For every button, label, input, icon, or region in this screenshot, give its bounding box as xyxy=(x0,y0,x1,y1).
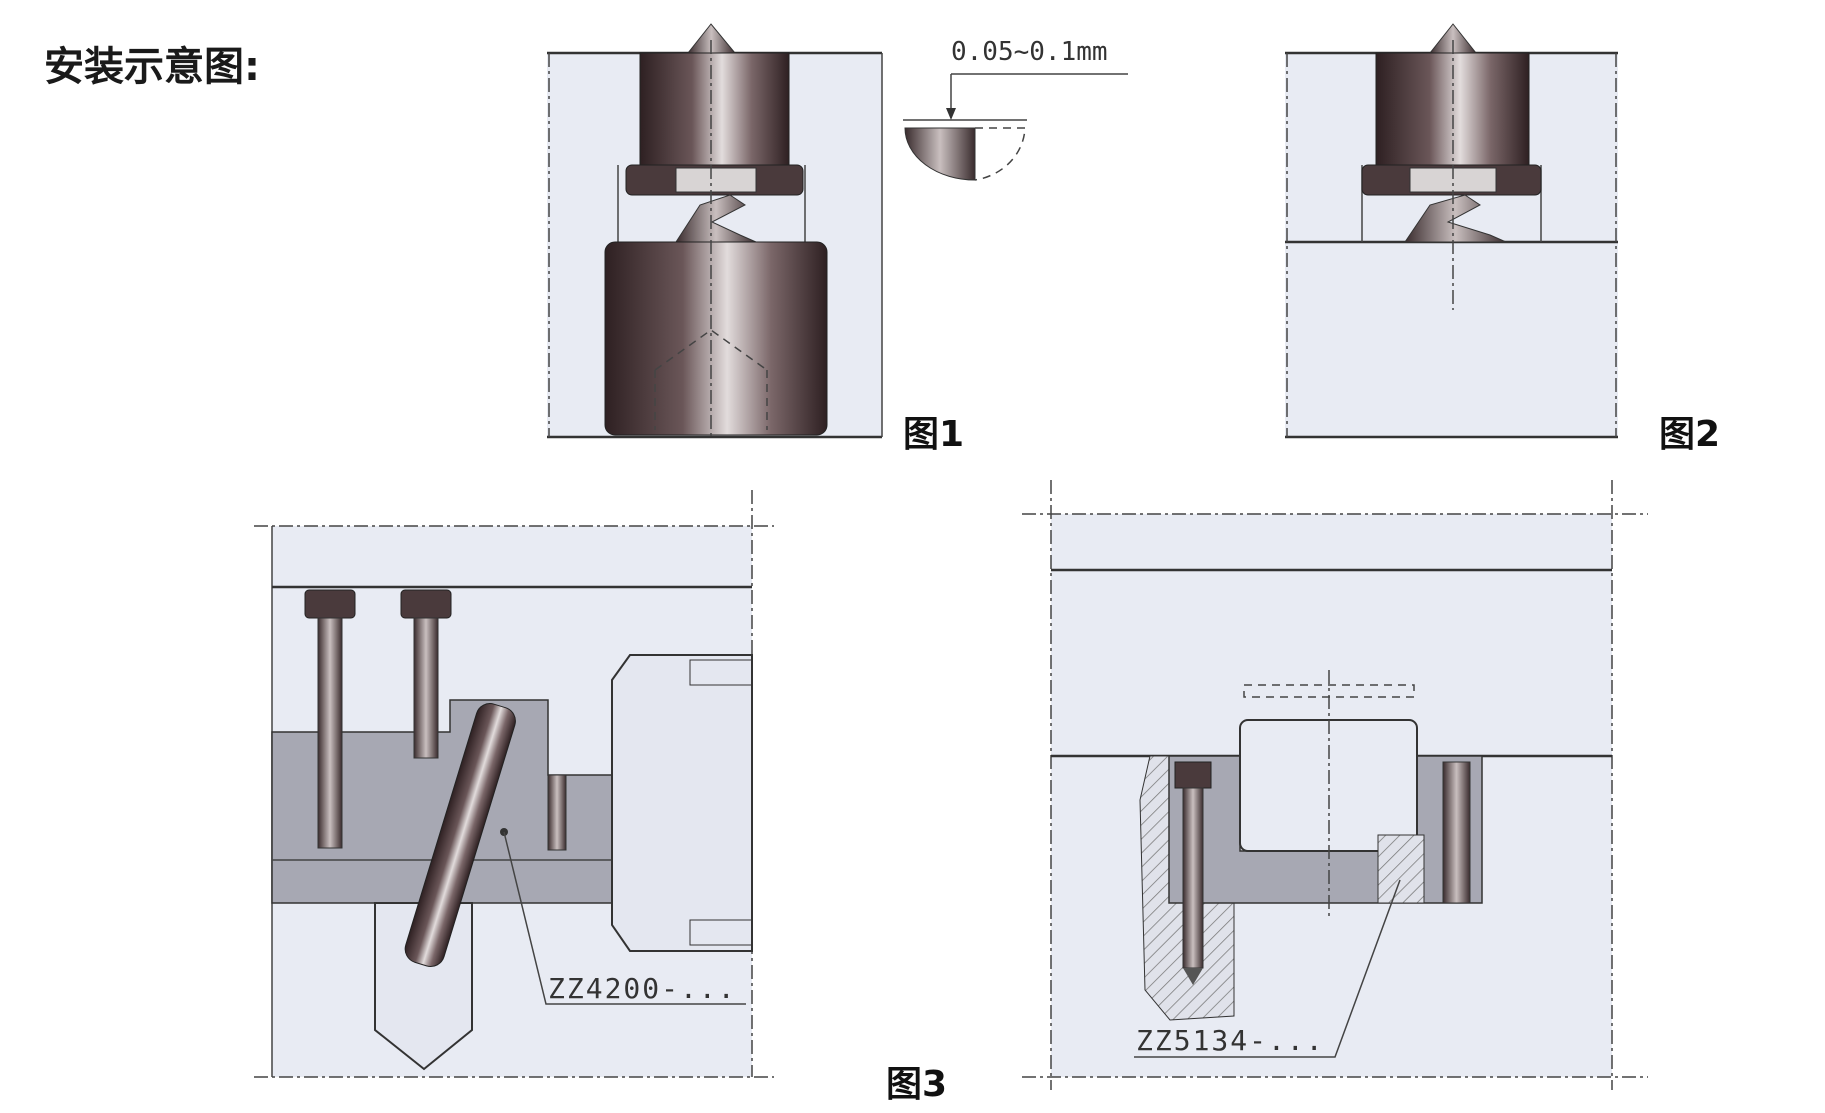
figure-1: 图1 xyxy=(547,23,964,455)
figure-2-label: 图2 xyxy=(1659,414,1720,455)
angled-guide-pin xyxy=(404,703,516,968)
figure-1-label: 图1 xyxy=(903,414,964,455)
figure-3-left: ZZ4200-... xyxy=(254,490,774,1078)
upper-cylinder xyxy=(639,52,790,166)
figure-2: 图2 xyxy=(1285,23,1720,455)
lower-cylinder xyxy=(604,241,828,436)
screw-head-2 xyxy=(400,589,452,619)
screw-head-1 xyxy=(304,589,356,619)
figure-3-label: 图3 xyxy=(886,1064,947,1105)
clearance-detail: 0.05~0.1mm xyxy=(903,37,1128,181)
clearance-dimension: 0.05~0.1mm xyxy=(951,37,1108,67)
spiral-spring xyxy=(675,194,757,243)
callout-zz4200: ZZ4200-... xyxy=(548,972,737,1005)
callout-zz5134: ZZ5134-... xyxy=(1136,1024,1325,1057)
page-heading: 安装示意图: xyxy=(44,44,260,90)
figure-3-right: ZZ5134-... xyxy=(1022,480,1648,1090)
